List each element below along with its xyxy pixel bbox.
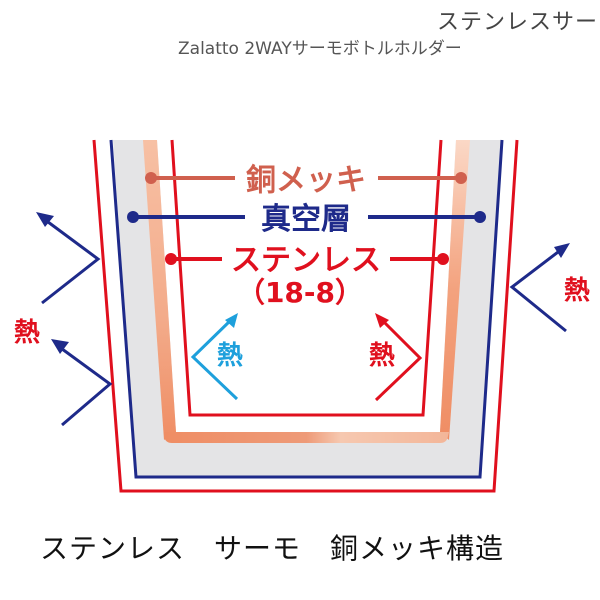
heat-label-inner-cold: 熱 xyxy=(217,341,243,371)
diagram-caption: ステンレス サーモ 銅メッキ構造 xyxy=(40,532,505,565)
copper-band-bottom xyxy=(164,432,449,443)
inner-cavity xyxy=(157,140,456,432)
copper-leader xyxy=(145,172,467,184)
heat-label-inner-hot: 熱 xyxy=(369,341,395,371)
header-subtitle: Zalatto 2WAYサーモボトルホルダー xyxy=(178,39,462,59)
header-title: ステンレスサー xyxy=(437,10,599,35)
heat-reflect-arrow-inner-hot xyxy=(374,313,423,402)
vacuum-leader xyxy=(127,211,486,223)
heat-label-right: 熱 xyxy=(564,276,590,306)
heat-reflect-arrow-left-lower xyxy=(51,339,113,427)
label-copper-plating: 銅メッキ xyxy=(246,163,366,198)
outer-wall xyxy=(92,139,519,493)
heat-reflect-arrow-inner-cold xyxy=(190,313,239,401)
inner-wall xyxy=(170,139,443,417)
heat-label-left: 熱 xyxy=(14,318,40,348)
label-stainless: ステンレス xyxy=(231,243,381,278)
stainless-leader xyxy=(165,253,449,265)
label-stainless-grade: （18-8） xyxy=(237,276,363,309)
vacuum-wall xyxy=(109,139,504,479)
heat-reflect-arrow-left-upper xyxy=(36,212,101,305)
heat-reflect-arrow-right xyxy=(509,243,570,333)
label-vacuum-layer: 真空層 xyxy=(261,202,351,237)
